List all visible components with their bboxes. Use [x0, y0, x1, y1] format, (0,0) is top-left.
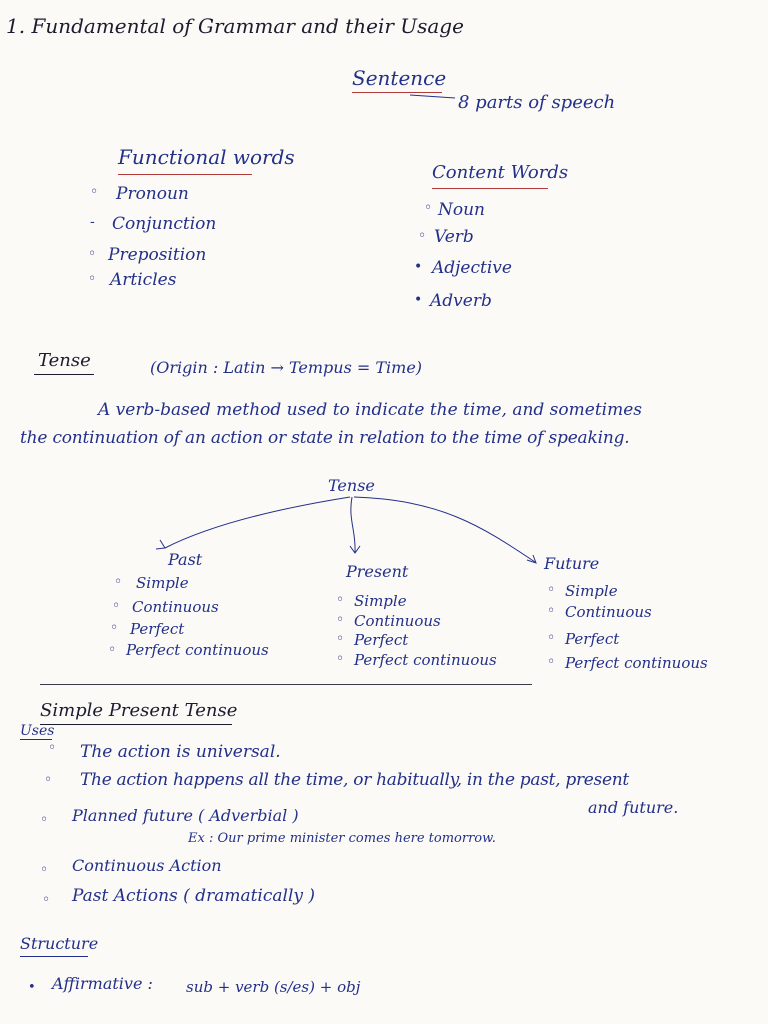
bullet-icon: ◦	[336, 631, 345, 647]
functional-words-heading: Functional words	[118, 145, 295, 169]
content-words-heading: Content Words	[432, 162, 569, 183]
bullet-icon: •	[414, 292, 423, 308]
use-item: The action is universal.	[80, 742, 281, 762]
uses-label: Uses	[20, 723, 55, 739]
tense-branch-present: Present	[346, 562, 409, 581]
bullet-icon: •	[28, 980, 36, 995]
bullet-icon: ◦	[424, 200, 433, 216]
bullet-icon: ◦	[547, 654, 556, 670]
tense-definition-line-1: A verb-based method used to indicate the…	[98, 400, 642, 420]
structure-item-label: Affirmative :	[52, 974, 153, 993]
future-item: Perfect continuous	[565, 654, 708, 672]
tense-definition-line-2: the continuation of an action or state i…	[20, 428, 630, 448]
bullet-icon: ◦	[112, 598, 121, 614]
functional-word-item: Preposition	[108, 245, 207, 265]
bullet-icon: ◦	[44, 772, 53, 788]
functional-word-item: Conjunction	[112, 214, 217, 234]
past-item: Perfect continuous	[126, 641, 269, 659]
sentence-underline	[352, 92, 442, 93]
functional-word-item: Pronoun	[116, 184, 189, 204]
structure-label: Structure	[20, 934, 99, 953]
sentence-label: Sentence	[352, 66, 447, 90]
bullet-icon: ◦	[42, 892, 51, 908]
structure-item-formula: sub + verb (s/es) + obj	[186, 978, 361, 996]
bullet-icon: ◦	[48, 740, 57, 756]
page-title: 1. Fundamental of Grammar and their Usag…	[6, 14, 464, 38]
bullet-icon: ◦	[418, 228, 427, 244]
use-example: Ex : Our prime minister comes here tomor…	[188, 831, 496, 846]
bullet-icon: ◦	[114, 574, 123, 590]
content-word-item: Noun	[438, 200, 486, 220]
past-item: Perfect	[130, 620, 185, 638]
use-item: The action happens all the time, or habi…	[80, 770, 629, 790]
tense-underline	[34, 374, 94, 375]
bullet-icon: ◦	[336, 612, 345, 628]
use-item: Past Actions ( dramatically )	[72, 886, 316, 906]
bullet-icon: ◦	[88, 246, 97, 262]
present-item: Perfect continuous	[354, 651, 497, 669]
tense-origin: (Origin : Latin → Tempus = Time)	[150, 358, 423, 377]
functional-words-underline	[118, 174, 252, 175]
use-item: Continuous Action	[72, 856, 222, 875]
tense-branch-future: Future	[544, 554, 600, 573]
past-item: Simple	[136, 574, 189, 592]
bullet-icon: ◦	[88, 271, 97, 287]
content-words-underline	[432, 188, 548, 189]
section-divider	[40, 684, 532, 685]
bullet-icon: ◦	[40, 862, 49, 878]
bullet-icon: ◦	[40, 812, 49, 828]
present-item: Perfect	[354, 631, 409, 649]
bullet-icon: ◦	[547, 582, 556, 598]
bullet-icon: ◦	[110, 620, 119, 636]
future-item: Perfect	[565, 630, 620, 648]
past-item: Continuous	[132, 598, 219, 616]
future-item: Continuous	[565, 603, 652, 621]
uses-underline	[20, 739, 52, 740]
content-word-item: Adjective	[432, 258, 512, 278]
parts-of-speech: 8 parts of speech	[458, 92, 616, 113]
simple-present-heading: Simple Present Tense	[40, 700, 238, 721]
bullet-icon: •	[414, 259, 423, 275]
content-word-item: Adverb	[430, 291, 492, 311]
present-item: Continuous	[354, 612, 441, 630]
bullet-icon: ◦	[547, 630, 556, 646]
bullet-icon: ◦	[336, 592, 345, 608]
use-item-continuation: and future.	[588, 798, 679, 817]
bullet-icon: ◦	[108, 642, 117, 658]
tense-branch-past: Past	[168, 550, 203, 569]
content-word-item: Verb	[434, 227, 474, 247]
structure-underline	[20, 956, 88, 957]
bullet-icon: ◦	[90, 184, 99, 200]
present-item: Simple	[354, 592, 407, 610]
functional-word-item: Articles	[110, 270, 177, 290]
use-item: Planned future ( Adverbial )	[72, 806, 299, 825]
future-item: Simple	[565, 582, 618, 600]
tense-heading: Tense	[38, 350, 91, 371]
bullet-icon: ◦	[336, 651, 345, 667]
bullet-icon: ◦	[547, 603, 556, 619]
simple-present-underline	[40, 724, 232, 725]
tense-tree-root: Tense	[328, 476, 375, 495]
dash-icon: -	[90, 214, 95, 230]
